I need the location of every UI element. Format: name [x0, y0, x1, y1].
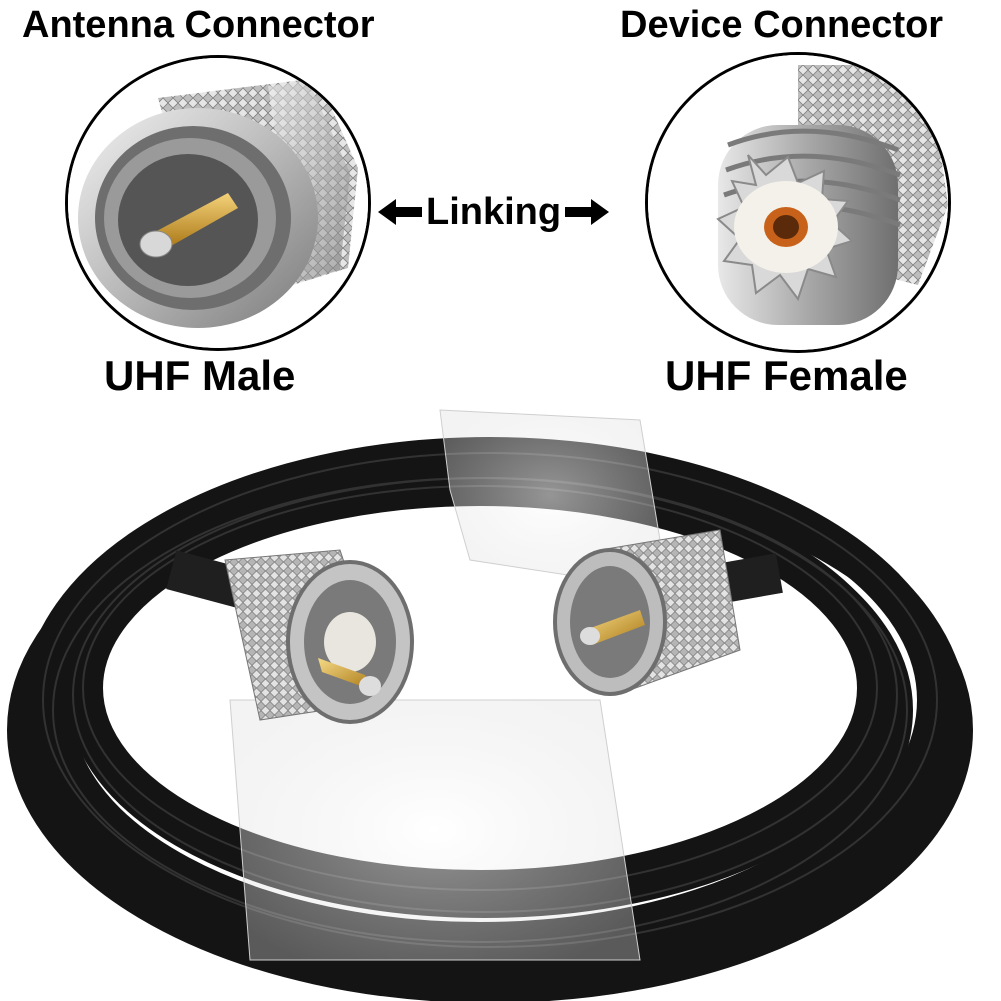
linking-label: Linking — [426, 190, 562, 233]
uhf-male-closeup — [65, 55, 371, 351]
left-arrow-icon — [378, 199, 422, 225]
uhf-male-caption: UHF Male — [104, 352, 296, 399]
linking-indicator: Linking — [378, 188, 610, 236]
device-connector-title: Device Connector — [620, 4, 944, 46]
right-arrow-icon — [565, 199, 610, 225]
coiled-coax-cable — [0, 400, 1001, 1001]
uhf-female-closeup — [645, 52, 951, 353]
uhf-female-caption: UHF Female — [665, 352, 908, 399]
antenna-connector-title: Antenna Connector — [22, 4, 375, 46]
